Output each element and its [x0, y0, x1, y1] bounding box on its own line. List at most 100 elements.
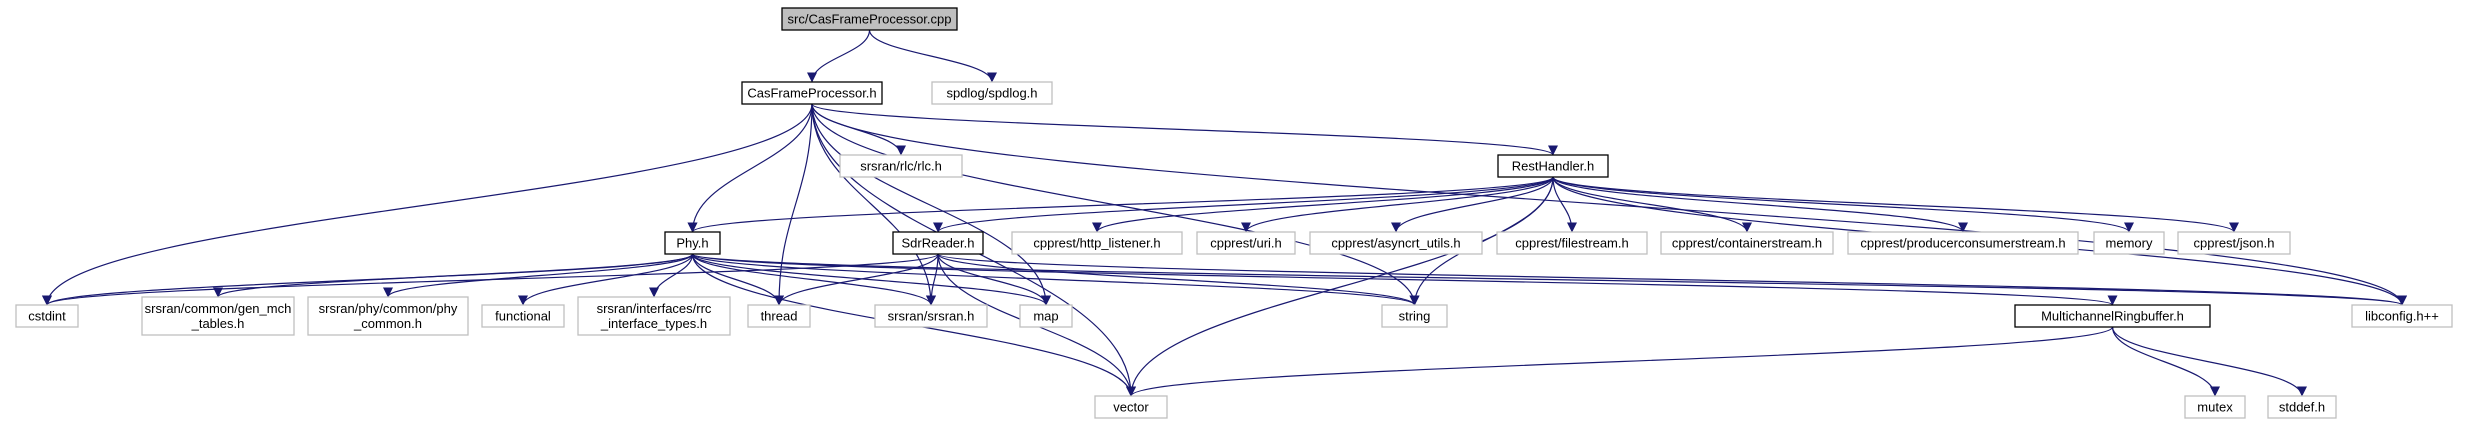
edge-rest-to-uri — [1241, 176, 1554, 233]
edge-mcrb-to-vector — [1126, 326, 2114, 397]
node-cpprest-asyncrt-utils-h[interactable]: cpprest/asyncrt_utils.h — [1309, 231, 1483, 255]
edge-phy-to-map — [691, 253, 1051, 306]
edge-cas_cpp-to-cas_h — [807, 29, 871, 83]
node-box — [931, 81, 1053, 105]
node-label: memory — [2106, 236, 2153, 251]
node-label: thread — [761, 309, 798, 324]
edge-rest-to-pcstream — [1552, 176, 1968, 233]
node-map[interactable]: map — [1019, 304, 1073, 328]
node-srsran-interfaces-rrc-interface-types-h[interactable]: srsran/interfaces/rrc_interface_types.h — [577, 296, 731, 336]
node-srsran-srsran-h[interactable]: srsran/srsran.h — [874, 304, 988, 328]
edge-cas_h-to-cstdint — [42, 103, 813, 306]
node-libconfig-h[interactable]: libconfig.h++ — [2351, 304, 2453, 328]
edge-cas_h-to-rest — [811, 103, 1558, 156]
node-box — [1660, 231, 1834, 255]
node-box — [1196, 231, 1296, 255]
node-memory[interactable]: memory — [2093, 231, 2165, 255]
node-box — [577, 296, 731, 336]
edge-rest-to-vector — [1126, 176, 1554, 397]
node-label: MultichannelRingbuffer.h — [2041, 309, 2184, 324]
node-cpprest-json-h[interactable]: cpprest/json.h — [2177, 231, 2291, 255]
node-box — [1011, 231, 1183, 255]
node-box — [741, 81, 883, 105]
node-multichannelringbuffer-h[interactable]: MultichannelRingbuffer.h — [2014, 304, 2211, 328]
edge-rest-to-fstream — [1552, 176, 1577, 233]
node-label: _common.h — [353, 316, 422, 331]
node-thread[interactable]: thread — [747, 304, 811, 328]
node-box — [1019, 304, 1073, 328]
node-label: cpprest/producerconsumerstream.h — [1860, 236, 2065, 251]
node-label: cpprest/json.h — [2194, 236, 2275, 251]
node-label: cpprest/uri.h — [1210, 236, 1282, 251]
node-casframeprocessor-h[interactable]: CasFrameProcessor.h — [741, 81, 883, 105]
edge-cas_cpp-to-spdlog — [868, 29, 997, 83]
edge-mcrb-to-mutex — [2111, 326, 2220, 397]
node-functional[interactable]: functional — [481, 304, 565, 328]
node-label: spdlog/spdlog.h — [946, 86, 1037, 101]
node-label: cstdint — [28, 309, 66, 324]
node-string[interactable]: string — [1381, 304, 1448, 328]
node-box — [141, 296, 295, 336]
edge-sdr-to-srsran — [926, 253, 939, 306]
node-box — [1309, 231, 1483, 255]
node-resthandler-h[interactable]: RestHandler.h — [1497, 154, 1609, 178]
edge-phy-to-libconfig — [691, 253, 2407, 306]
node-stddef-h[interactable]: stddef.h — [2267, 395, 2337, 419]
node-box — [307, 296, 469, 336]
node-box — [892, 231, 984, 255]
edge-rest-to-async — [1391, 176, 1554, 233]
node-cpprest-containerstream-h[interactable]: cpprest/containerstream.h — [1660, 231, 1834, 255]
node-box — [874, 304, 988, 328]
node-label: srsran/interfaces/rrc — [597, 301, 712, 316]
node-srsran-common-gen-mch-tables-h[interactable]: srsran/common/gen_mch_tables.h — [141, 296, 295, 336]
edge-rest-to-phy — [687, 176, 1554, 233]
node-mutex[interactable]: mutex — [2184, 395, 2246, 419]
node-cpprest-producerconsumerstream-h[interactable]: cpprest/producerconsumerstream.h — [1847, 231, 2079, 255]
node-cstdint[interactable]: cstdint — [15, 304, 79, 328]
node-sdrreader-h[interactable]: SdrReader.h — [892, 231, 984, 255]
edge-rest-to-memory — [1552, 176, 2134, 233]
edge-sdr-to-map — [937, 253, 1051, 306]
node-cpprest-filestream-h[interactable]: cpprest/filestream.h — [1496, 231, 1648, 255]
node-label: SdrReader.h — [902, 236, 975, 251]
node-srsran-phy-common-phy-common-h[interactable]: srsran/phy/common/phy_common.h — [307, 296, 469, 336]
node-label: string — [1399, 309, 1431, 324]
node-label: src/CasFrameProcessor.cpp — [788, 12, 952, 27]
node-box — [839, 154, 963, 178]
node-label: libconfig.h++ — [2365, 309, 2439, 324]
edge-phy-to-mcrb — [691, 253, 2117, 306]
node-label: RestHandler.h — [1512, 159, 1594, 174]
node-src-casframeprocessor-cpp: src/CasFrameProcessor.cpp — [781, 7, 958, 31]
edge-rest-to-http — [1092, 176, 1554, 233]
node-box — [15, 304, 79, 328]
node-label: Phy.h — [676, 236, 708, 251]
node-phy-h[interactable]: Phy.h — [664, 231, 721, 255]
edge-layer — [42, 29, 2407, 397]
node-box — [781, 7, 958, 31]
node-box — [2093, 231, 2165, 255]
node-spdlog-spdlog-h[interactable]: spdlog/spdlog.h — [931, 81, 1053, 105]
node-layer: src/CasFrameProcessor.cppCasFrameProcess… — [15, 7, 2453, 419]
edge-sdr-to-string — [937, 253, 1420, 306]
node-vector[interactable]: vector — [1094, 395, 1168, 419]
node-label: _tables.h — [191, 316, 245, 331]
node-label: cpprest/asyncrt_utils.h — [1331, 236, 1460, 251]
node-cpprest-uri-h[interactable]: cpprest/uri.h — [1196, 231, 1296, 255]
node-label: map — [1033, 309, 1058, 324]
node-box — [2014, 304, 2211, 328]
edge-phy-to-functional — [518, 253, 694, 306]
node-label: srsran/rlc/rlc.h — [860, 159, 942, 174]
node-label: CasFrameProcessor.h — [747, 86, 876, 101]
edge-phy-to-phycommon — [383, 253, 694, 298]
edge-phy-to-rrcif — [649, 253, 694, 298]
node-box — [1381, 304, 1448, 328]
edge-phy-to-genmch — [213, 253, 694, 298]
node-label: functional — [495, 309, 551, 324]
edge-cas_h-to-libconfig — [811, 103, 2407, 306]
node-cpprest-http-listener-h[interactable]: cpprest/http_listener.h — [1011, 231, 1183, 255]
edge-sdr-to-cstdint — [42, 253, 939, 306]
node-box — [2267, 395, 2337, 419]
node-srsran-rlc-rlc-h[interactable]: srsran/rlc/rlc.h — [839, 154, 963, 178]
edge-rest-to-sdr — [933, 176, 1554, 233]
